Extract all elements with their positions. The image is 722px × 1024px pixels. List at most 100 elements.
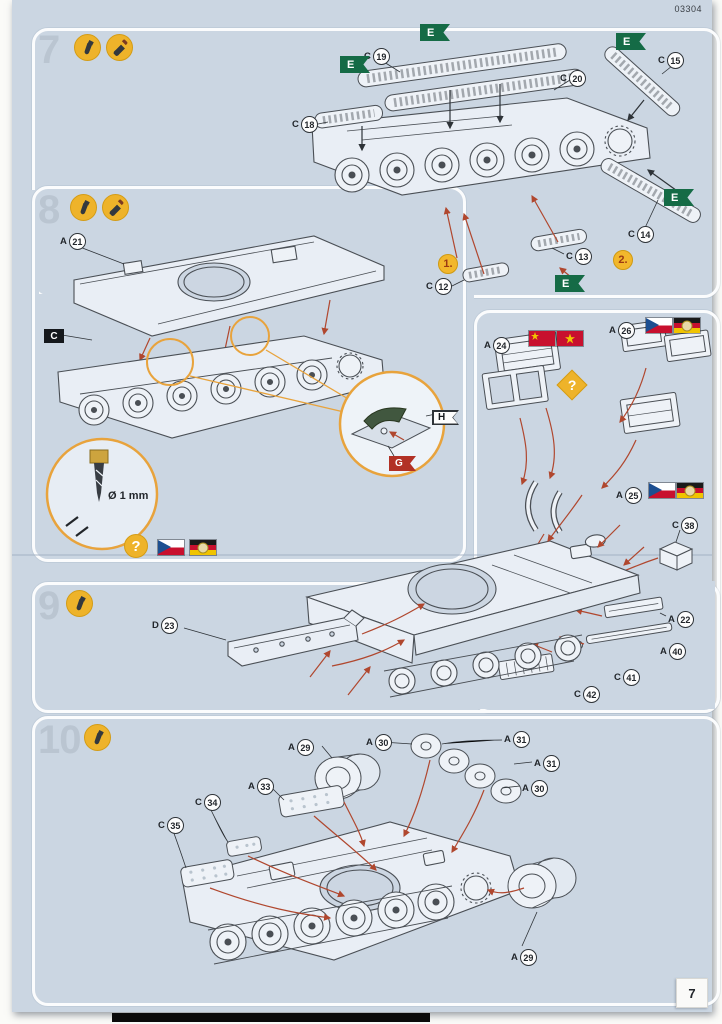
part-number: 21 xyxy=(68,233,86,250)
callout-d23: D 23 xyxy=(152,617,178,634)
part-letter: C xyxy=(158,820,165,831)
page-crease xyxy=(12,554,712,556)
step-9-tank-diagram xyxy=(305,494,645,698)
vietnam-flag xyxy=(557,331,583,346)
tank-hull xyxy=(181,821,521,965)
callout-c41: C 41 xyxy=(614,669,640,686)
track-flag-e: E xyxy=(420,24,450,41)
part-letter: A xyxy=(522,783,529,794)
callout-c18: C 18 xyxy=(292,116,318,133)
paintbrush-icon xyxy=(106,34,133,61)
part-number: 34 xyxy=(203,794,221,811)
callout-a26: A 26 xyxy=(609,322,635,339)
assembly-order-1: 1. xyxy=(438,254,458,274)
callout-c35: C 35 xyxy=(158,817,184,834)
insert-step-badge-c: C xyxy=(44,329,64,343)
part-letter: A xyxy=(668,614,675,625)
fender-curve-parts xyxy=(525,480,563,534)
part-letter: C xyxy=(426,281,433,292)
assembly-order-2: 2. xyxy=(613,250,633,270)
paint-question-icon: ? xyxy=(124,534,148,558)
czechoslovakia-flag xyxy=(158,540,184,555)
part-letter: A xyxy=(484,340,491,351)
track-flag-e: E xyxy=(616,33,646,50)
step-7-diagram xyxy=(311,43,701,287)
part-number: 40 xyxy=(668,643,686,660)
assembly-arrows-red xyxy=(309,494,645,696)
step-9-number: 9 xyxy=(38,584,60,628)
part-letter: A xyxy=(366,737,373,748)
part-number: 24 xyxy=(492,337,510,354)
instruction-sheet: 03304 xyxy=(12,0,720,1012)
wheel-parts xyxy=(314,733,577,909)
detail-flag-g: G xyxy=(389,456,416,471)
part-letter: C xyxy=(195,797,202,808)
callout-c38: C 38 xyxy=(672,517,698,534)
part-letter: C xyxy=(574,689,581,700)
part-number: 14 xyxy=(636,226,654,243)
czechoslovakia-flag xyxy=(646,318,672,333)
step-9-fender-diagram xyxy=(183,603,426,667)
track-parts xyxy=(314,43,701,283)
part-letter: A xyxy=(288,742,295,753)
part-d23-fender xyxy=(227,609,365,667)
product-code: 03304 xyxy=(674,4,702,14)
step-8-panel xyxy=(32,186,466,562)
step-8-number: 8 xyxy=(38,188,60,232)
part-letter: A xyxy=(609,325,616,336)
part-letter: C xyxy=(560,73,567,84)
road-wheels xyxy=(209,883,455,961)
part-letter: A xyxy=(616,490,623,501)
lower-hull-assembly xyxy=(57,335,385,439)
detail-flag-h: H xyxy=(432,410,459,425)
soviet-union-flag xyxy=(529,331,555,346)
part-letter: A xyxy=(534,758,541,769)
part-number: 29 xyxy=(519,949,537,966)
leader-line xyxy=(183,627,227,641)
track-flag-e: E xyxy=(555,275,585,292)
part-letter: C xyxy=(658,55,665,66)
hatch-parts xyxy=(481,319,712,434)
glue-icon xyxy=(84,724,111,751)
part-number: 31 xyxy=(512,731,530,748)
tank-hull xyxy=(305,534,641,698)
callout-c12: C 12 xyxy=(426,278,452,295)
part-letter: A xyxy=(660,646,667,657)
part-number: 42 xyxy=(582,686,600,703)
part-letter: D xyxy=(152,620,159,631)
part-number: 30 xyxy=(530,780,548,797)
track-flag-e: E xyxy=(664,189,694,206)
callout-a29-top: A 29 xyxy=(288,739,314,756)
drill-detail xyxy=(45,437,159,551)
part-number: 38 xyxy=(680,517,698,534)
part-letter: A xyxy=(248,781,255,792)
callout-c34: C 34 xyxy=(195,794,221,811)
part-number: 19 xyxy=(372,48,390,65)
part-number: 33 xyxy=(256,778,274,795)
part-letter: C xyxy=(628,229,635,240)
part-letter: A xyxy=(504,734,511,745)
part-letter: A xyxy=(60,236,67,247)
leader-lines xyxy=(659,529,681,617)
part-letter: C xyxy=(672,520,679,531)
callout-a33: A 33 xyxy=(248,778,274,795)
part-letter: C xyxy=(566,251,573,262)
callout-c13: C 13 xyxy=(566,248,592,265)
callout-a22: A 22 xyxy=(668,611,694,628)
magnifier-detail xyxy=(338,370,446,478)
part-number: 15 xyxy=(666,52,684,69)
part-number: 23 xyxy=(160,617,178,634)
step-10-number: 10 xyxy=(38,718,81,762)
step-10-diagram xyxy=(171,733,577,965)
czechoslovakia-flag xyxy=(649,483,675,498)
glue-icon xyxy=(74,34,101,61)
assembly-arrows-red xyxy=(331,603,426,667)
part-number: 26 xyxy=(617,322,635,339)
east-germany-flag xyxy=(190,540,216,555)
part-number: 25 xyxy=(624,487,642,504)
glue-icon xyxy=(66,590,93,617)
part-letter: C xyxy=(292,119,299,130)
callout-a24: A 24 xyxy=(484,337,510,354)
